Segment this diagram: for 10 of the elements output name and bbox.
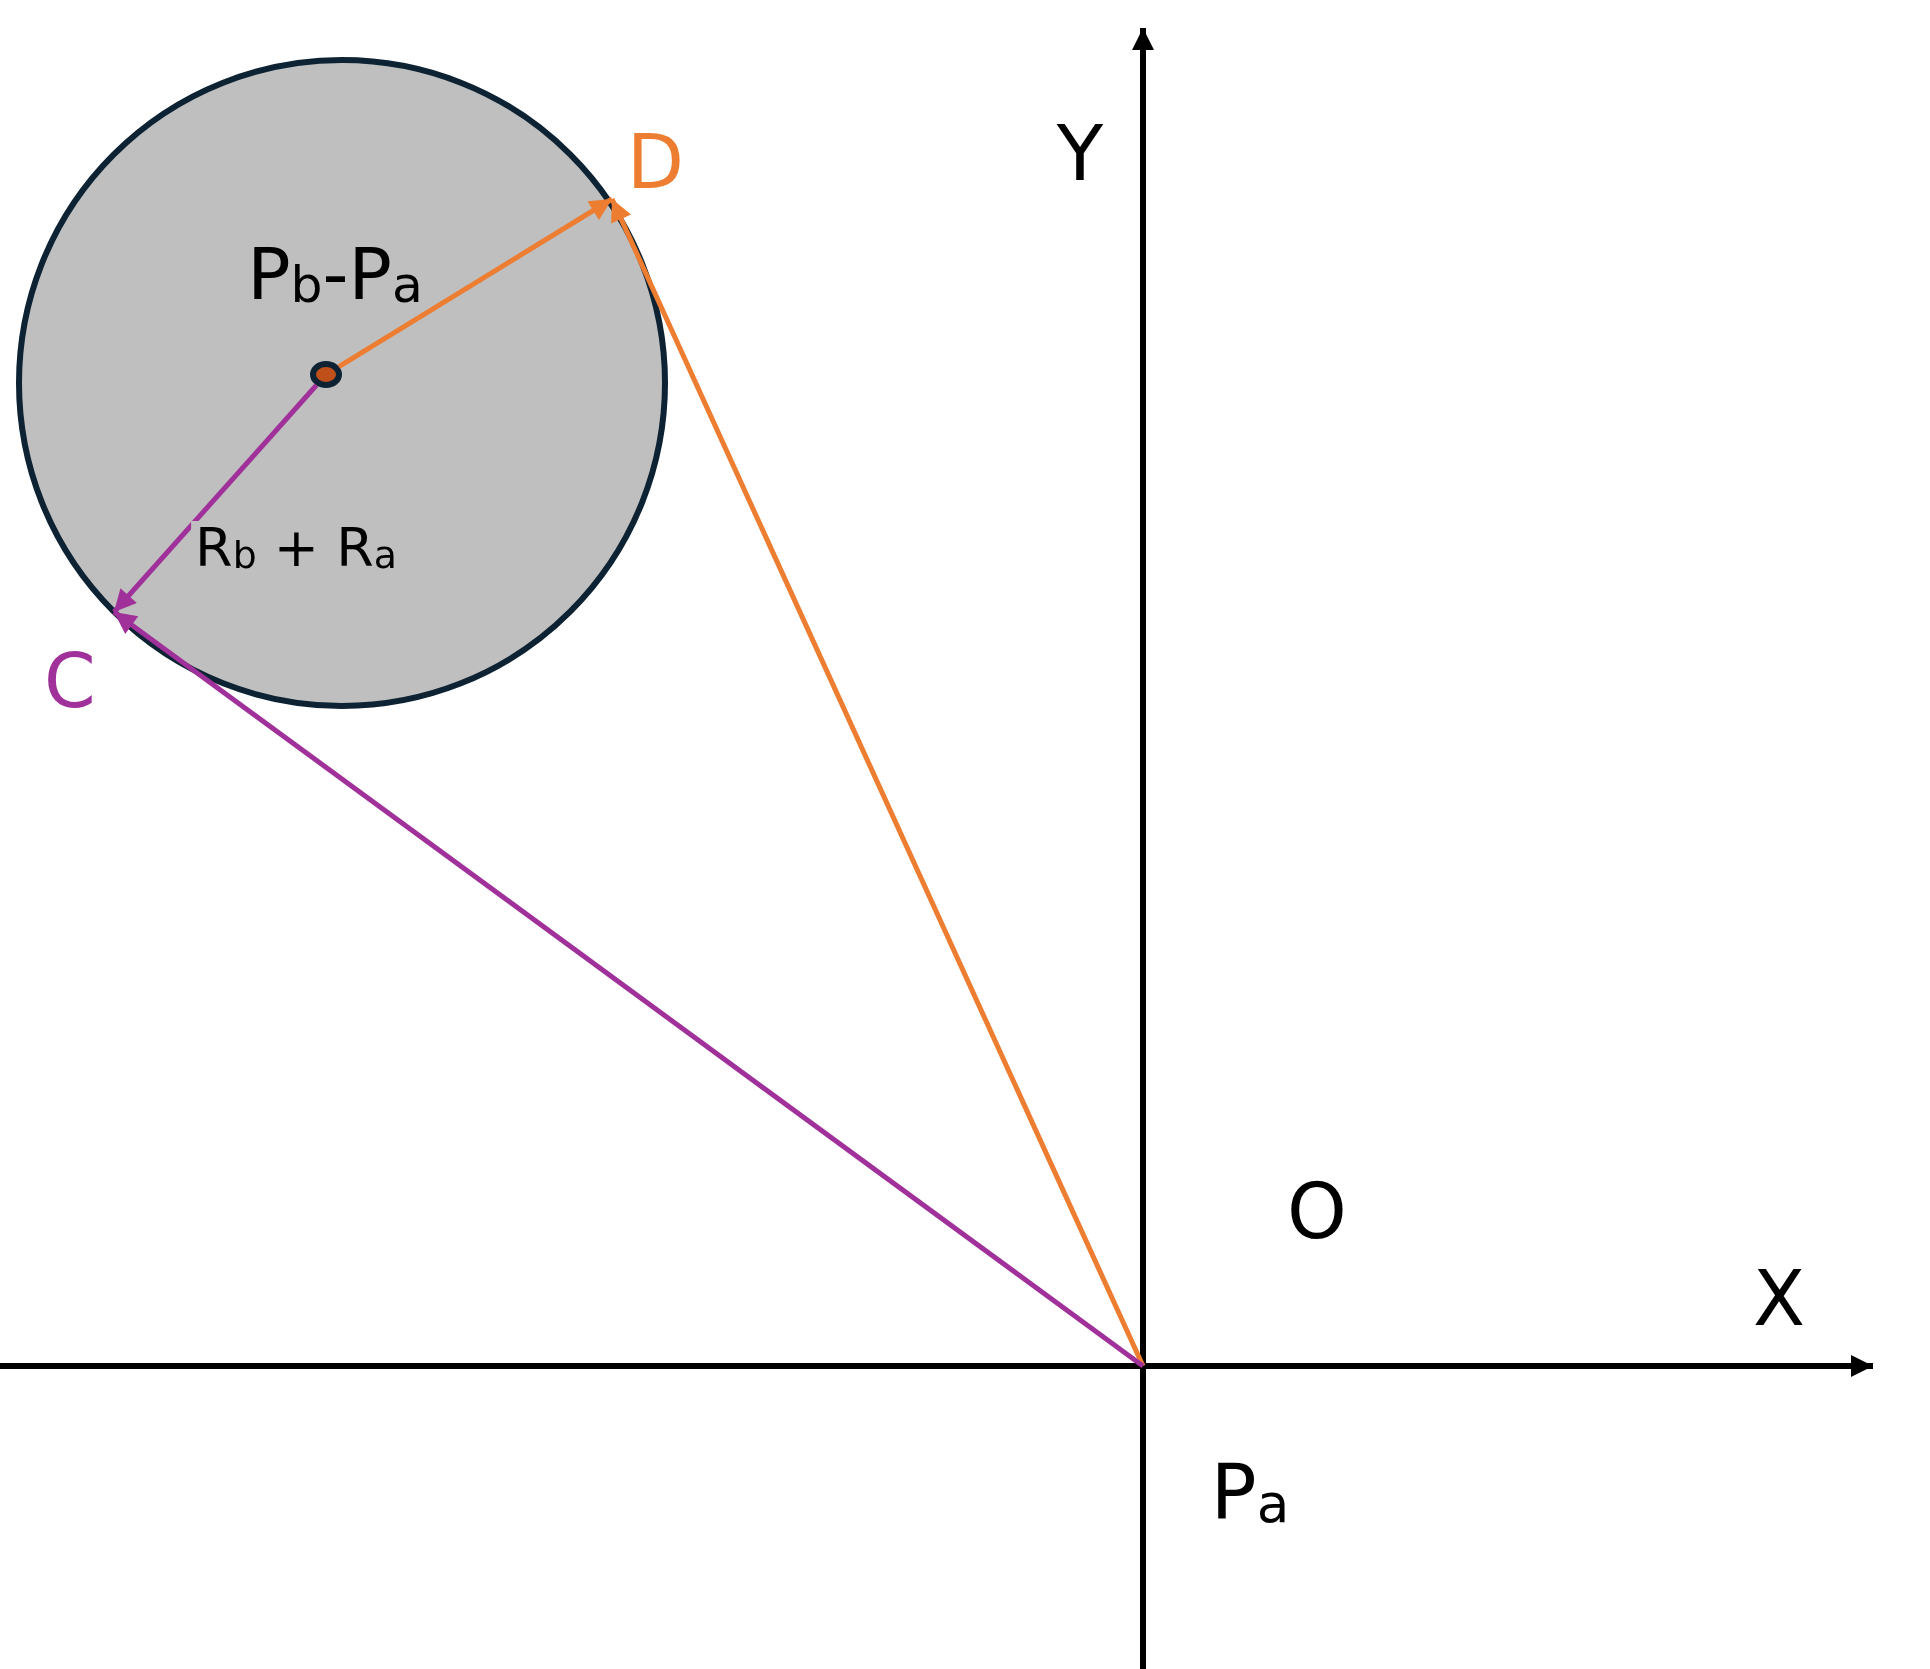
center-dot — [310, 361, 342, 388]
point-label: C — [44, 644, 96, 718]
point-label: D — [627, 125, 684, 199]
origin-label: O — [1287, 1174, 1347, 1250]
arrow — [112, 610, 1145, 1368]
axis-label: X — [1752, 1261, 1806, 1337]
arrow — [112, 383, 319, 614]
arrow — [609, 197, 1146, 1368]
axis-label: Y — [1056, 116, 1104, 192]
arrow — [337, 196, 614, 369]
